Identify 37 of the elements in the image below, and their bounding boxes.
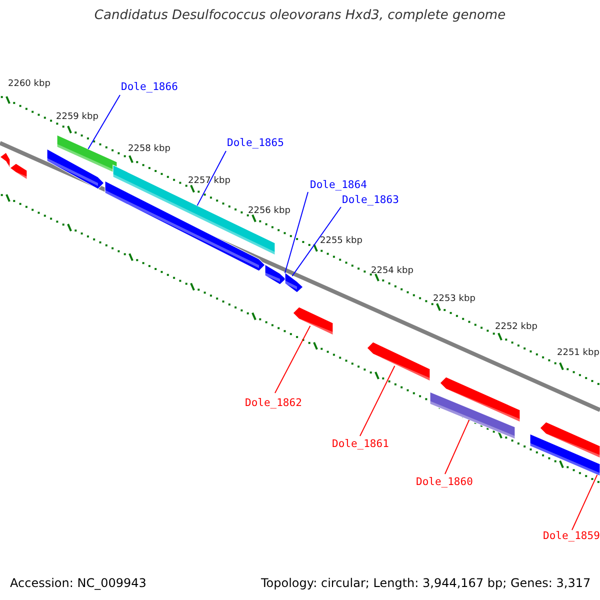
gene-label: Dole_1861 — [332, 438, 389, 450]
scale-label: 2258 kbp — [128, 144, 170, 154]
footer-text: Accession: NC_009943 — [10, 576, 146, 590]
gene-bar — [56, 134, 118, 174]
scale-label: 2260 kbp — [8, 79, 50, 89]
gene-label: Dole_1864 — [310, 179, 367, 191]
gene-label: Dole_1859 — [543, 530, 600, 542]
leader-line — [572, 474, 598, 530]
scale-label: 2256 kbp — [248, 206, 290, 216]
scale-label: 2251 kbp — [557, 348, 600, 358]
leader-line — [284, 192, 308, 274]
gene-label: Dole_1865 — [227, 137, 284, 149]
leader-line — [444, 420, 470, 474]
leader-line — [274, 325, 311, 394]
gene-bar — [284, 272, 304, 293]
scale-label: 2255 kbp — [320, 236, 362, 246]
gene-bar — [366, 342, 430, 382]
gene-bar — [430, 392, 516, 440]
scale-label: 2259 kbp — [56, 112, 98, 122]
scale-label: 2253 kbp — [433, 294, 476, 304]
leader-line — [360, 365, 396, 436]
gene-bar — [292, 306, 334, 336]
leader-line — [88, 94, 120, 150]
leader-line — [292, 206, 342, 277]
gene-bar — [112, 164, 276, 256]
gene-bar — [530, 434, 600, 476]
scale-label: 2254 kbp — [371, 266, 414, 276]
gene-label: Dole_1863 — [342, 194, 399, 206]
scale-label: 2252 kbp — [495, 322, 538, 332]
gene-bar — [264, 264, 286, 285]
title: Candidatus Desulfococcus oleovorans Hxd3, complete genome — [93, 8, 507, 23]
footer-text: Topology: circular; Length: 3,944,167 bp; Genes: 3,317 — [261, 576, 591, 590]
gene-label: Dole_1866 — [121, 81, 178, 93]
scale-label: 2257 kbp — [188, 176, 230, 186]
gene-label: Dole_1862 — [245, 397, 302, 409]
gene-label: Dole_1860 — [416, 476, 473, 488]
leader-line — [196, 150, 226, 206]
